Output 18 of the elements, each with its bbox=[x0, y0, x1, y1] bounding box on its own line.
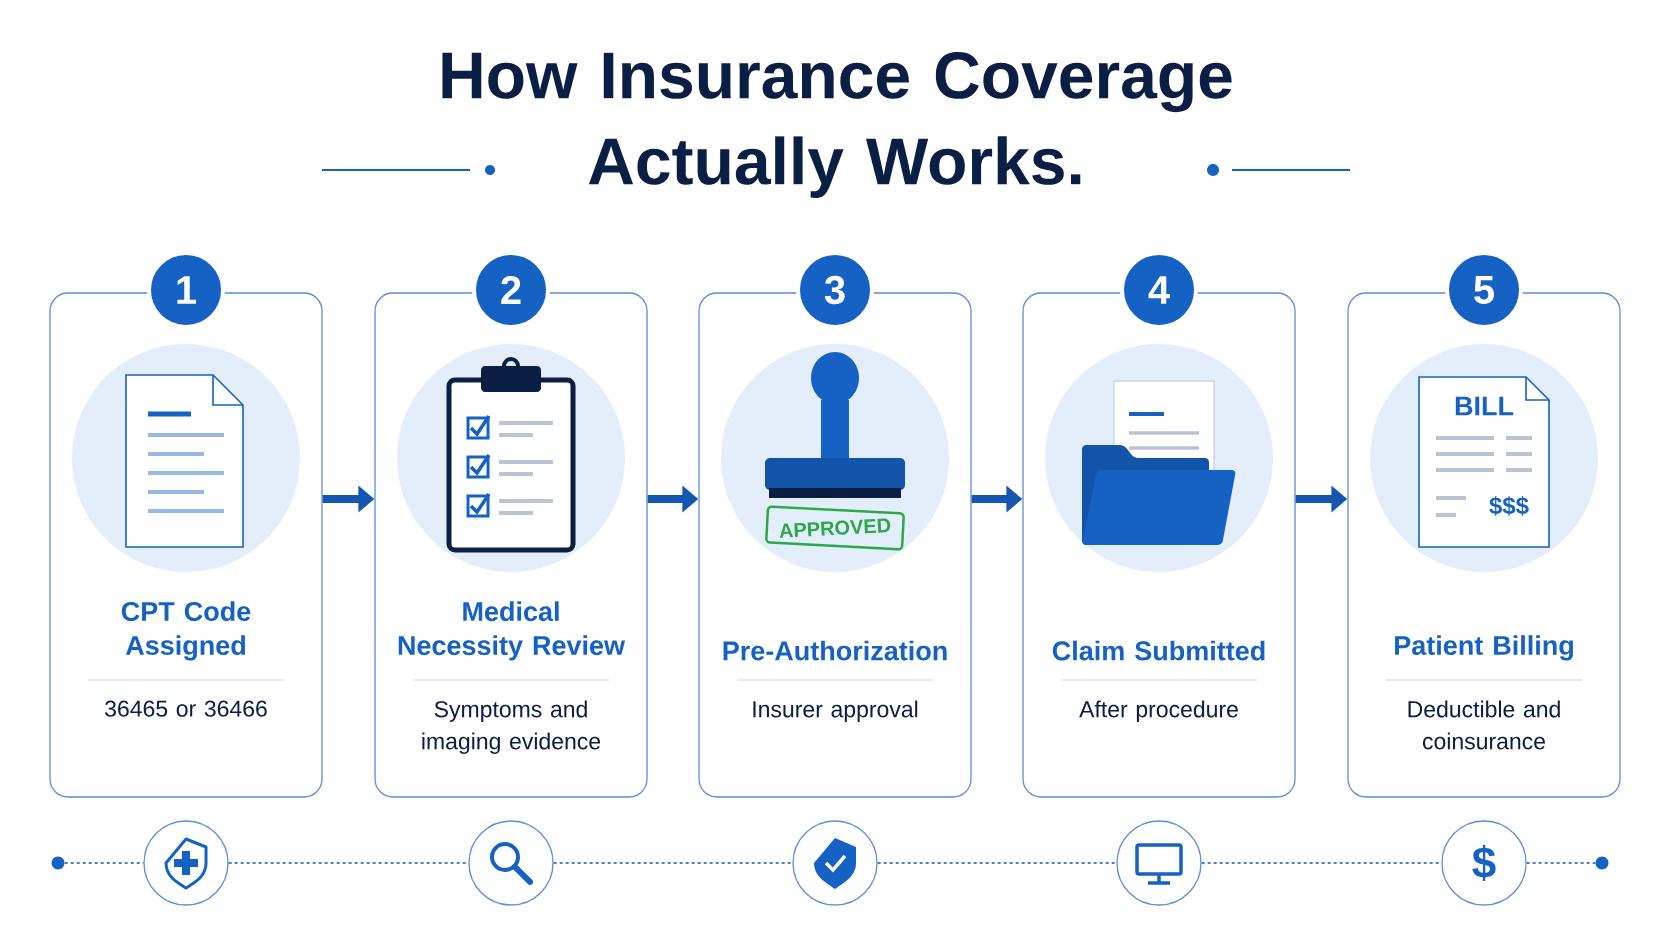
label: $$$ bbox=[1489, 496, 1529, 516]
icon-ring bbox=[143, 820, 229, 906]
label: BILL bbox=[1455, 396, 1514, 416]
step-number: 4 bbox=[1120, 251, 1198, 329]
icon-ring bbox=[468, 820, 554, 906]
icon-ring bbox=[1116, 820, 1202, 906]
step-number: 2 bbox=[472, 251, 550, 329]
step-number: 1 bbox=[147, 251, 225, 329]
step-number: 5 bbox=[1445, 251, 1523, 329]
step-number: 3 bbox=[796, 251, 874, 329]
timeline-line bbox=[876, 862, 1118, 864]
timeline-line bbox=[1525, 862, 1597, 864]
timeline-line bbox=[552, 862, 794, 864]
bill-drawing: BILL $$$ bbox=[1418, 376, 1550, 548]
stamp-drawing: APPROVED bbox=[765, 352, 905, 551]
title: How Insurance Coverage Actually Works. bbox=[442, 52, 1232, 198]
dollar-icon: $ bbox=[1472, 845, 1496, 881]
icon-ring bbox=[1441, 820, 1527, 906]
